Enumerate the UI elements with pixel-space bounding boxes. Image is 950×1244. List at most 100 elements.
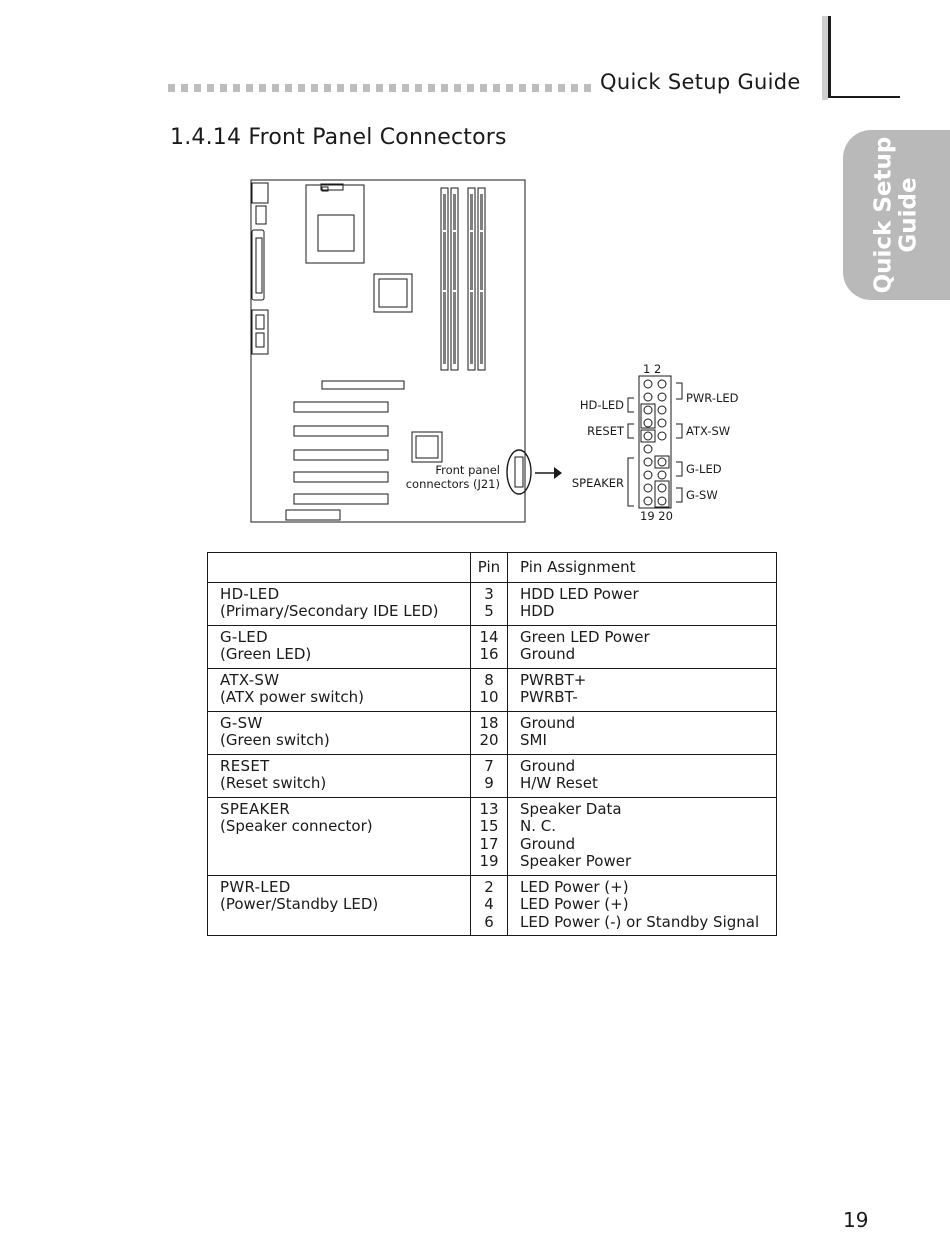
page-number: 19 [843, 1208, 869, 1232]
callout-line-1: Front panel [435, 463, 500, 477]
pin-number: 13 [479, 799, 499, 818]
corner-rule-horizontal [828, 96, 900, 98]
dimm-slot [440, 187, 449, 371]
pin-assignment: LED Power (+) [520, 895, 629, 913]
header-pin-assignment: Pin Assignment [507, 552, 777, 583]
pci-slot [293, 425, 389, 437]
connector-desc: (Green switch) [220, 731, 330, 749]
io-port [255, 205, 267, 225]
northbridge-chip [373, 273, 413, 313]
pin-number: 8 [484, 670, 494, 689]
label-speaker: SPEAKER [572, 476, 624, 490]
pci-slot [293, 449, 389, 461]
agp-slot [321, 380, 405, 390]
header-connector [207, 552, 471, 583]
pin-number: 20 [479, 731, 499, 749]
label-g-sw: G-SW [686, 488, 718, 502]
dimm-slot [467, 187, 476, 371]
dimm-slot [450, 187, 459, 371]
pin-number: 7 [484, 756, 494, 775]
southbridge-chip [411, 431, 443, 463]
pin-assignment: H/W Reset [520, 774, 598, 792]
cpu-clip [320, 183, 344, 191]
callout-arrow-head [554, 467, 562, 479]
connector-desc: (Speaker connector) [220, 817, 373, 835]
side-tab-line-2: Guide [895, 177, 922, 253]
pin-top-label: 1 2 [643, 362, 661, 376]
connector-desc: (Primary/Secondary IDE LED) [220, 602, 439, 620]
label-hd-led: HD-LED [580, 398, 624, 412]
pin-assignment: Green LED Power [520, 627, 650, 646]
connector-desc: (Power/Standby LED) [220, 895, 379, 913]
connector-name: G-LED [220, 627, 268, 646]
connector-name: G-SW [220, 713, 263, 732]
pin-assignment: LED Power (+) [520, 877, 629, 896]
pci-slot [293, 471, 389, 483]
label-pwr-led: PWR-LED [686, 391, 739, 405]
j21-highlight [506, 449, 532, 495]
parallel-port-inner [255, 237, 263, 294]
pin-number: 19 [479, 852, 499, 870]
pin-number: 6 [484, 912, 494, 931]
pin-number: 5 [484, 602, 494, 620]
isa-slot [293, 493, 389, 505]
j21-connector [514, 456, 524, 488]
io-port [255, 332, 265, 348]
pin-bottom-label: 19 20 [640, 509, 673, 523]
pin-number: 9 [484, 774, 494, 792]
pin-assignment: Ground [520, 713, 576, 732]
io-port-stack [251, 309, 269, 355]
side-tab-label: Quick Setup Guide [843, 130, 950, 300]
section-title: 1.4.14 Front Panel Connectors [170, 125, 507, 150]
callout-line-2: connectors (J21) [406, 477, 500, 491]
pin-number: 18 [479, 713, 499, 732]
connector-name: RESET [220, 756, 270, 775]
side-tab-line-1: Quick Setup [870, 136, 897, 294]
pin-number: 2 [484, 877, 494, 896]
pin-assignment: Ground [520, 645, 576, 663]
pin-assignment: Speaker Data [520, 799, 622, 818]
front-panel-diagram: Front panel connectors (J21) 1 [250, 179, 739, 523]
pin-assignment: N. C. [520, 817, 556, 835]
label-atx-sw: ATX-SW [686, 424, 730, 438]
header-title: Quick Setup Guide [600, 70, 801, 94]
pin-assignment: PWRBT+ [520, 670, 587, 689]
pin-assignment: Ground [520, 834, 576, 853]
corner-rule-vertical [828, 16, 831, 98]
motherboard-outline [250, 179, 526, 523]
southbridge-die [415, 435, 439, 459]
pin-header-outline [638, 375, 672, 509]
pci-slot [293, 401, 389, 413]
label-reset: RESET [587, 424, 625, 438]
connector-desc: (ATX power switch) [220, 688, 365, 706]
pin-number: 17 [479, 834, 499, 853]
pin-number: 3 [484, 584, 494, 603]
connector-name: ATX-SW [220, 670, 280, 689]
pin-number: 16 [479, 645, 499, 663]
table-header-row: Pin Pin Assignment [207, 552, 777, 583]
pin-assignment: HDD LED Power [520, 584, 639, 603]
side-tab [843, 130, 950, 300]
cpu-socket [305, 184, 365, 264]
io-port [255, 314, 265, 330]
pin-number: 15 [479, 817, 499, 835]
cpu-socket-inner [317, 214, 355, 252]
label-g-led: G-LED [686, 462, 722, 476]
io-port [251, 182, 269, 204]
dimm-slot [477, 187, 486, 371]
northbridge-die [378, 278, 408, 308]
connector-name: PWR-LED [220, 877, 291, 896]
chip-marking [321, 186, 329, 192]
pin-number: 14 [479, 627, 499, 646]
pin-number: 4 [484, 895, 494, 913]
pin-assignment: Speaker Power [520, 852, 632, 870]
pin-assignment: Ground [520, 756, 576, 775]
header-pin: Pin [470, 552, 508, 583]
header-dot-rule [168, 84, 592, 92]
